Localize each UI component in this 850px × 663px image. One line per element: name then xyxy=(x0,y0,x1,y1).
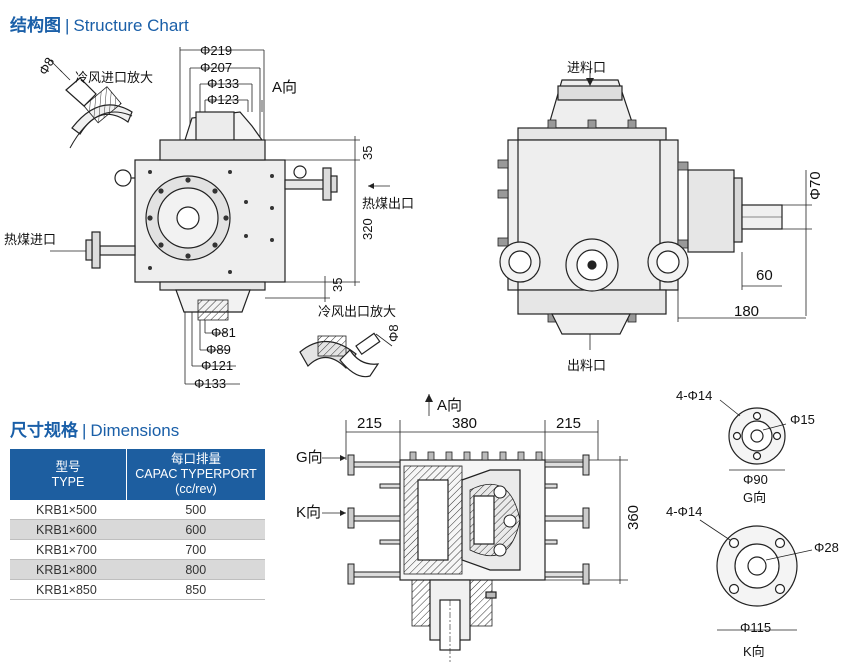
dim-320: 320 xyxy=(360,218,375,240)
section-view xyxy=(322,394,628,662)
dim-380: 380 xyxy=(452,415,477,432)
header-capacity: 每口排量 CAPAC TYPERPORT (cc/rev) xyxy=(126,449,265,500)
dim-phi81: Φ81 xyxy=(211,325,236,340)
capacity-cell: 850 xyxy=(126,579,265,600)
header-type: 型号 TYPE xyxy=(10,449,127,500)
dim-phi70: Φ70 xyxy=(807,171,824,200)
dim-phi123: Φ123 xyxy=(207,92,239,107)
dim-215-left: 215 xyxy=(357,415,382,432)
dim-phi8-bottom: Φ8 xyxy=(386,324,401,342)
structure-chart-heading: 结构图|Structure Chart xyxy=(10,11,189,36)
type-cell: KRB1×700 xyxy=(10,539,127,560)
dimensions-heading: 尺寸规格|Dimensions xyxy=(10,416,179,441)
table-header-row: 型号 TYPE 每口排量 CAPAC TYPERPORT (cc/rev) xyxy=(10,449,265,500)
flange-k-od: Φ115 xyxy=(740,620,771,635)
flange-k-holes: 4-Φ14 xyxy=(666,504,702,519)
dim-phi8-top: Φ8 xyxy=(36,55,58,78)
dim-phi133-bottom: Φ133 xyxy=(194,376,226,391)
flange-k-view xyxy=(699,519,813,631)
flange-g-bore: Φ15 xyxy=(790,412,815,427)
dim-35-top: 35 xyxy=(360,146,375,160)
header-capacity-en: CAPAC TYPERPORT xyxy=(135,467,257,481)
capacity-cell: 500 xyxy=(126,500,265,520)
flange-k-title: K向 xyxy=(743,644,765,659)
dim-215-right: 215 xyxy=(556,415,581,432)
dim-180: 180 xyxy=(734,303,759,320)
section-view-labels: A向 215 380 215 G向 K向 360 xyxy=(296,397,642,530)
feed-inlet-label: 进料口 xyxy=(567,60,606,75)
front-view-labels: Φ219 Φ207 Φ133 Φ123 A向 冷风进口放大 Φ8 35 320 … xyxy=(4,43,414,391)
table-row: KRB1×600 600 xyxy=(10,519,265,540)
table-row: KRB1×500 500 xyxy=(10,500,265,520)
dim-360: 360 xyxy=(625,505,642,530)
structure-heading-cn: 结构图 xyxy=(10,16,61,35)
a-direction-label: A向 xyxy=(272,79,297,96)
header-capacity-unit: (cc/rev) xyxy=(175,482,217,496)
dimensions-heading-cn: 尺寸规格 xyxy=(10,421,78,440)
structure-heading-en: Structure Chart xyxy=(73,16,189,35)
cool-air-outlet-enlarged-label: 冷风出口放大 xyxy=(318,304,396,319)
dimensions-heading-separator: | xyxy=(82,421,87,440)
dim-phi219: Φ219 xyxy=(200,43,232,58)
dim-60: 60 xyxy=(756,267,773,284)
table-row: KRB1×850 850 xyxy=(10,579,265,600)
front-view xyxy=(47,47,393,385)
structure-heading-separator: | xyxy=(65,16,70,35)
feed-outlet-label: 出料口 xyxy=(567,358,606,373)
flange-k-bore: Φ28 xyxy=(814,540,839,555)
hot-oil-inlet-label: 热煤进口 xyxy=(4,232,56,247)
header-type-en: TYPE xyxy=(51,474,85,489)
cool-air-inlet-enlarged-label: 冷风进口放大 xyxy=(75,70,153,85)
flange-g-od: Φ90 xyxy=(743,472,768,487)
type-cell: KRB1×800 xyxy=(10,559,127,580)
flange-g-view xyxy=(719,399,787,471)
dim-35-bottom: 35 xyxy=(330,278,345,292)
type-cell: KRB1×500 xyxy=(10,500,127,520)
flange-k-labels: 4-Φ14 Φ28 Φ115 K向 xyxy=(666,504,839,659)
dimensions-table: 型号 TYPE 每口排量 CAPAC TYPERPORT (cc/rev) KR… xyxy=(10,449,265,600)
dimensions-heading-en: Dimensions xyxy=(90,421,180,440)
dim-phi207: Φ207 xyxy=(200,60,232,75)
flange-g-labels: 4-Φ14 Φ15 Φ90 G向 xyxy=(676,388,815,505)
flange-g-title: G向 xyxy=(743,490,766,505)
g-direction-label: G向 xyxy=(296,449,323,466)
type-cell: KRB1×600 xyxy=(10,519,127,540)
type-cell: KRB1×850 xyxy=(10,579,127,600)
side-view xyxy=(497,70,812,350)
header-type-cn: 型号 xyxy=(55,459,81,474)
flange-g-holes: 4-Φ14 xyxy=(676,388,712,403)
table-row: KRB1×700 700 xyxy=(10,539,265,560)
table-row: KRB1×800 800 xyxy=(10,559,265,580)
dim-phi121: Φ121 xyxy=(201,358,233,373)
k-direction-label: K向 xyxy=(296,504,321,521)
side-view-labels: 进料口 出料口 Φ70 60 180 xyxy=(567,60,824,373)
dim-phi89: Φ89 xyxy=(206,342,231,357)
header-capacity-cn: 每口排量 xyxy=(170,452,221,466)
capacity-cell: 700 xyxy=(126,539,265,560)
dim-phi133-top: Φ133 xyxy=(207,76,239,91)
a-direction-section-label: A向 xyxy=(437,397,462,414)
hot-oil-outlet-label: 热煤出口 xyxy=(362,196,414,211)
capacity-cell: 600 xyxy=(126,519,265,540)
capacity-cell: 800 xyxy=(126,559,265,580)
